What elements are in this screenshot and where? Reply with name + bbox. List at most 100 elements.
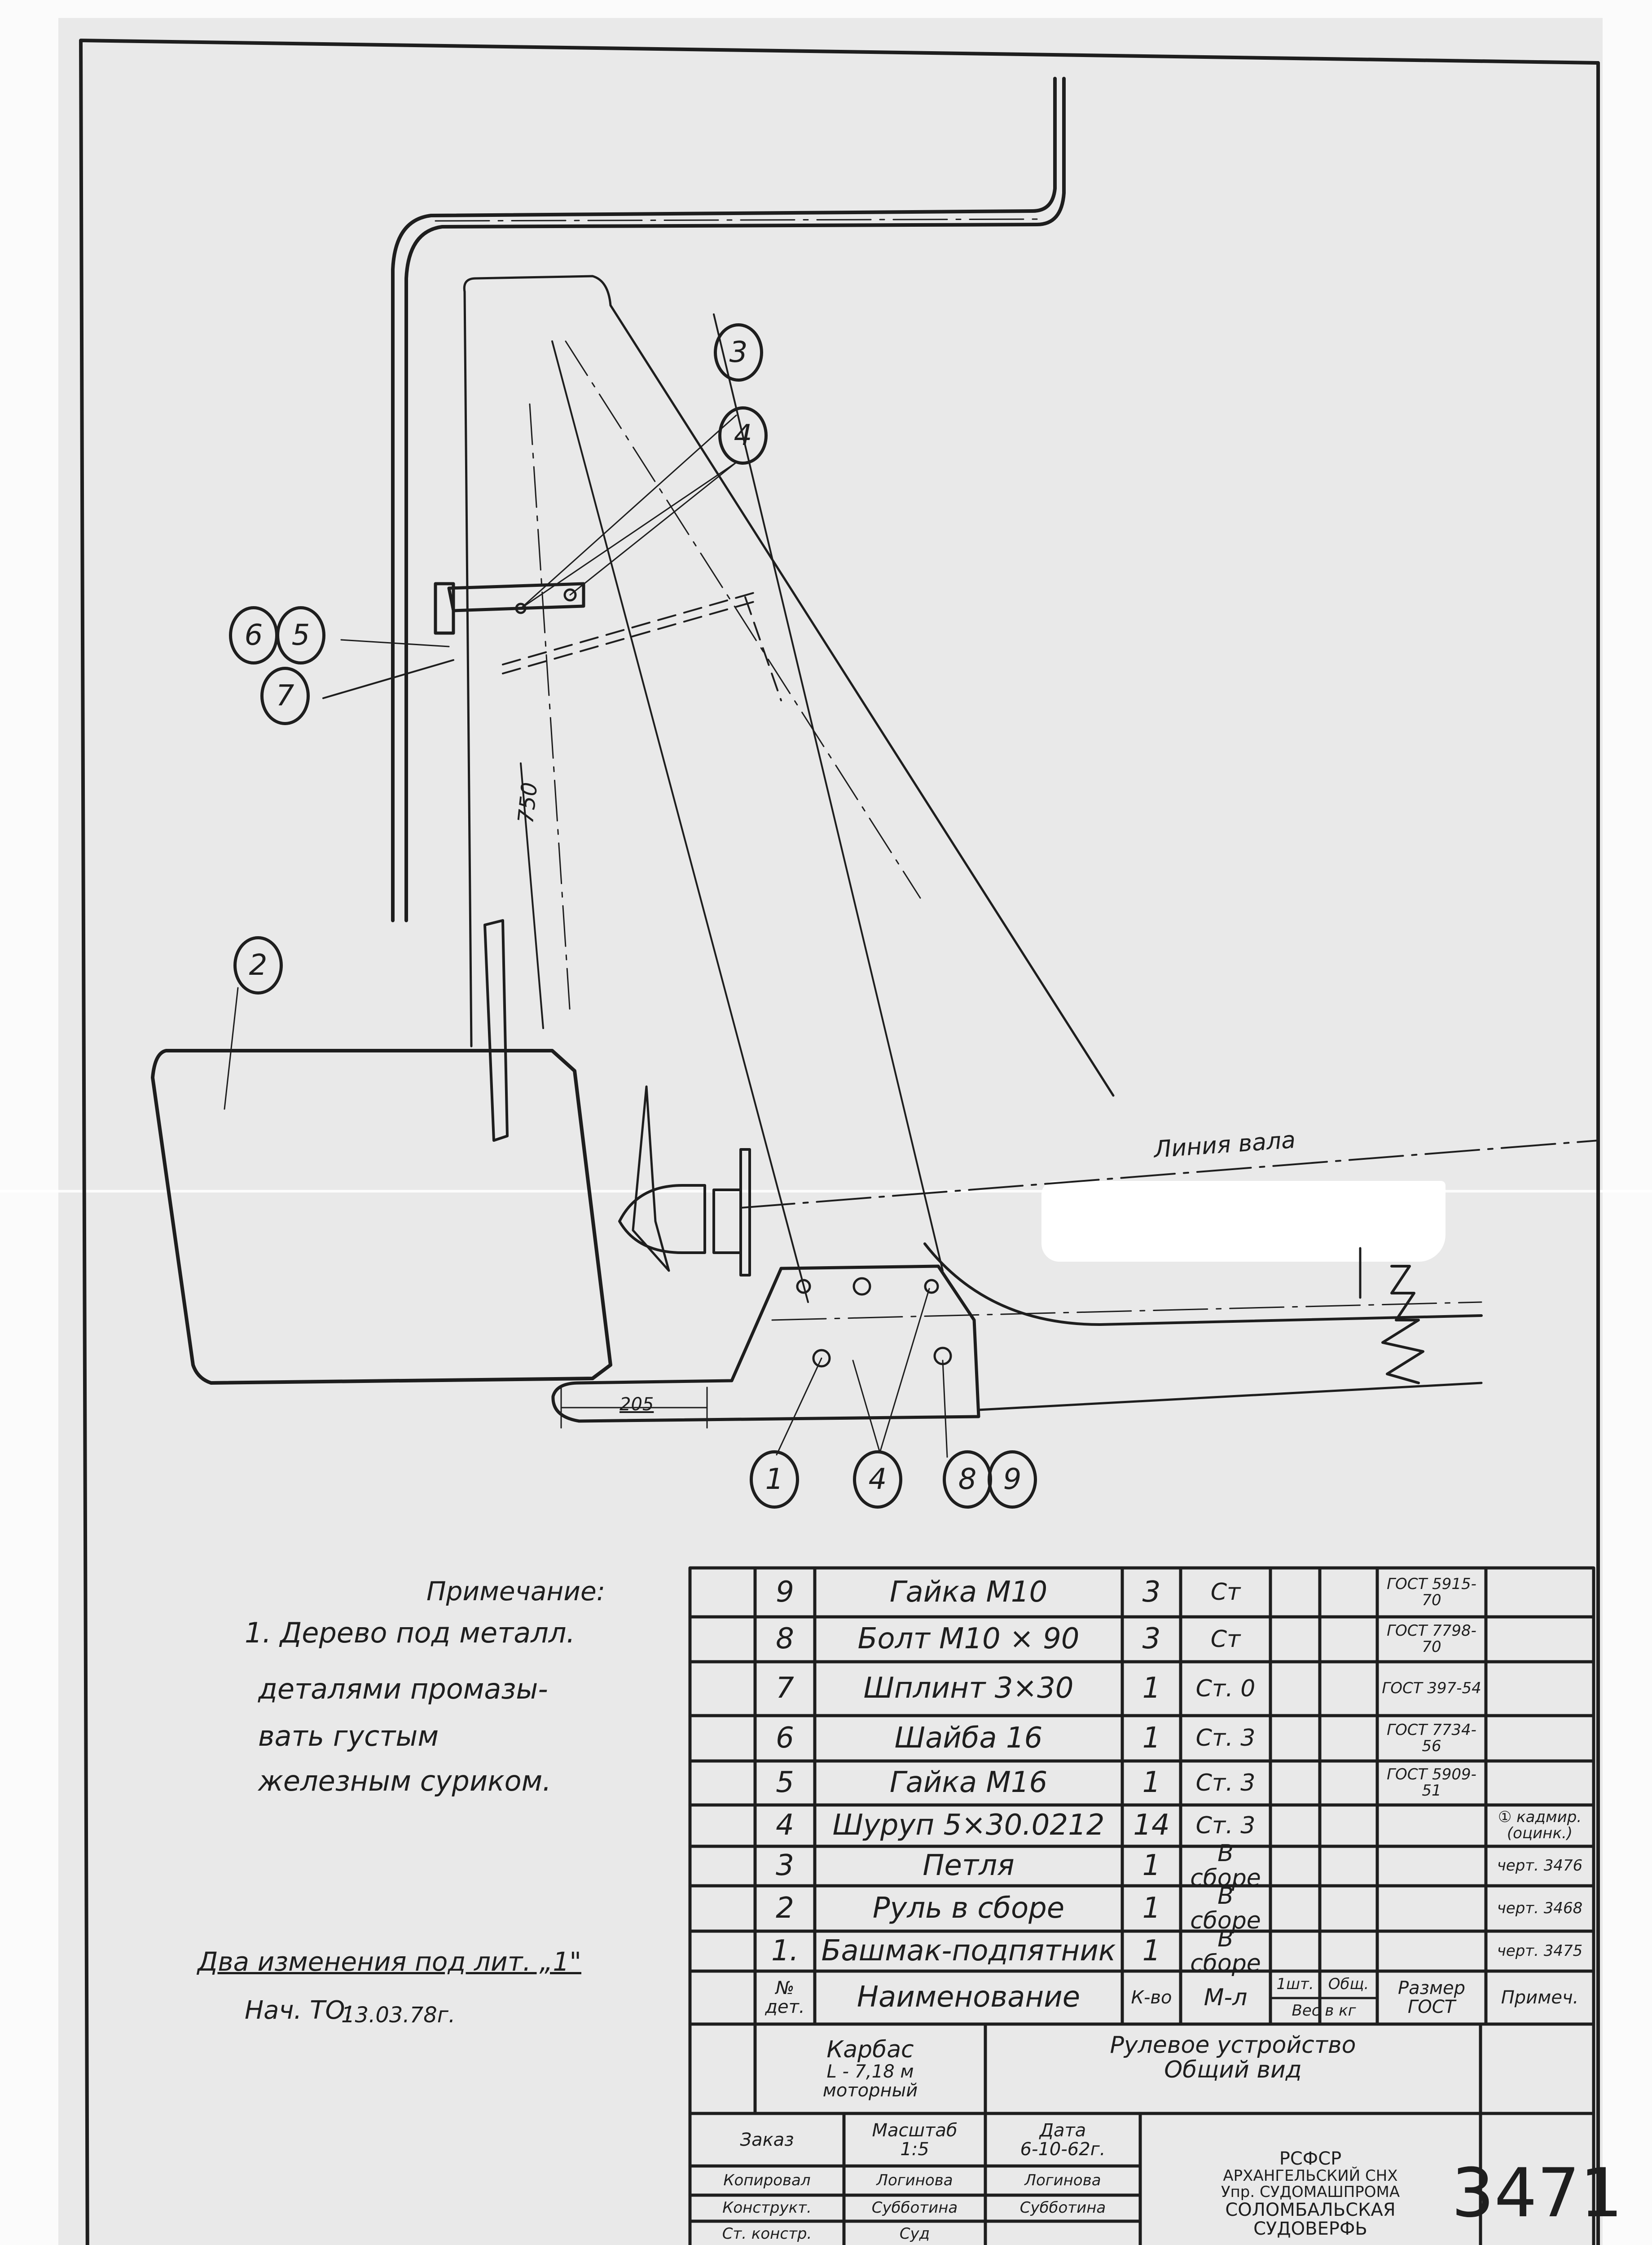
table-cell-material: В сборе (1190, 1840, 1261, 1892)
callout-label: 4 (734, 419, 752, 452)
table-cell-weight-each (1270, 1846, 1320, 1886)
notes-line-1: 1. Дерево под металл. (245, 1616, 576, 1649)
frame-border (79, 39, 1600, 2245)
tiller-bar (391, 77, 1057, 922)
table-cell-weight-each (1270, 1662, 1320, 1716)
dimension-205: 205 (620, 1394, 654, 1415)
rudder-blade-outline (463, 275, 1115, 1097)
drawing-subtitle: Общий вид (1164, 2056, 1302, 2083)
scale-label: Масштаб (872, 2120, 958, 2141)
table-cell-weight-total (1320, 1568, 1377, 1617)
table-cell-name: Петля (923, 1849, 1015, 1883)
role-name (985, 2221, 1140, 2245)
table-cell-name: Башмак-подпятник (821, 1934, 1116, 1968)
header-note: Примеч. (1501, 1987, 1579, 2008)
order-label: Заказ (740, 2129, 794, 2150)
callout-label: 8 (958, 1463, 977, 1496)
table-cell-no: 9 (776, 1575, 794, 1609)
table-cell-no: 5 (776, 1766, 794, 1800)
table-cell-weight-total (1320, 1805, 1377, 1846)
product-length: L - 7,18 м (826, 2061, 914, 2082)
paper-tear (1041, 1181, 1446, 1262)
table-cell-gost: ГОСТ 7798-70 (1387, 1622, 1476, 1656)
table-cell-gost (1377, 1846, 1486, 1886)
table-cell-note: ① кадмир. (оцинк.) (1498, 1808, 1582, 1842)
table-cell-gost (1377, 1886, 1486, 1931)
table-cell-no: 2 (776, 1891, 794, 1925)
product-name: Карбас (826, 2036, 914, 2064)
product-block: Карбас L - 7,18 м моторный (755, 2024, 985, 2113)
table-cell-gost: ГОСТ 397-54 (1382, 1679, 1481, 1698)
table-cell-no: 4 (776, 1809, 794, 1842)
header-name: Наименование (857, 1981, 1081, 2014)
notes-line-3: вать густым (258, 1720, 439, 1752)
callout-6: 6 (229, 606, 278, 665)
parts-table-lines (688, 1566, 1595, 2245)
callout-label: 7 (276, 679, 294, 713)
table-cell-note: черт. 3468 (1497, 1899, 1583, 1917)
callout-4-bottom: 4 (853, 1450, 902, 1509)
table-cell-name: Шплинт 3×30 (863, 1672, 1074, 1705)
shaft-line (740, 1140, 1599, 1209)
table-cell-note (1486, 1761, 1594, 1805)
table-cell-weight-total (1320, 1662, 1377, 1716)
revision-line-1: Два изменения под лит. „1" (198, 1946, 581, 1977)
drawing-number: 3471 (1451, 2154, 1623, 2233)
callout-2: 2 (233, 936, 283, 995)
org-line-3: Упр. СУДОМАШПРОМА (1221, 2183, 1400, 2201)
callout-9: 9 (988, 1450, 1037, 1509)
callout-label: 5 (291, 619, 310, 652)
table-cell-qty: 1 (1142, 1672, 1161, 1705)
date-value: 6-10-62г. (1020, 2139, 1106, 2160)
table-cell-material: Ст. 3 (1195, 1725, 1256, 1752)
callout-label: 6 (244, 619, 263, 652)
role-name: Субботина (1019, 2199, 1106, 2217)
callout-3: 3 (714, 323, 763, 382)
role-label: Конструкт. (722, 2199, 812, 2217)
callout-label: 4 (868, 1463, 887, 1496)
table-cell-note (1486, 1716, 1594, 1761)
table-cell-weight-total (1320, 1846, 1377, 1886)
table-cell-name: Гайка М10 (889, 1575, 1048, 1609)
table-cell-qty: 14 (1133, 1809, 1170, 1842)
table-cell-qty: 1 (1142, 1849, 1161, 1883)
table-cell-material: Ст. 3 (1195, 1769, 1256, 1796)
role-label: Ст. констр. (722, 2224, 812, 2243)
header-qty: К-во (1131, 1987, 1172, 2008)
notes-line-4: железным суриком. (258, 1765, 551, 1797)
table-cell-material: Ст. 3 (1195, 1812, 1256, 1839)
header-weight-label: Вес в кг (1292, 2002, 1356, 2020)
role-signature: Суд (899, 2224, 930, 2243)
table-cell-qty: 1 (1142, 1766, 1161, 1800)
table-cell-qty: 1 (1142, 1934, 1161, 1968)
rudder-box (151, 1049, 612, 1385)
notes-title: Примечание: (426, 1576, 606, 1607)
callout-label: 3 (729, 336, 748, 369)
revision-signer-label: Нач. ТО: (245, 1996, 354, 2025)
table-cell-material: Ст (1210, 1579, 1241, 1606)
callout-4-top: 4 (718, 406, 768, 465)
drawing-title-block: Рулевое устройство Общий вид (985, 2024, 1481, 2113)
table-cell-qty: 1 (1142, 1721, 1161, 1755)
table-cell-name: Шуруп 5×30.0212 (832, 1809, 1105, 1842)
table-cell-weight-total (1320, 1761, 1377, 1805)
revision-date: 13.03.78г. (341, 2003, 456, 2028)
role-label: Копировал (723, 2171, 811, 2189)
hull-break-line (1381, 1265, 1424, 1384)
organization-block: РСФСР АРХАНГЕЛЬСКИЙ СНХ Упр. СУДОМАШПРОМ… (1140, 2113, 1481, 2245)
table-cell-no: 7 (776, 1672, 794, 1705)
table-cell-note (1486, 1568, 1594, 1617)
table-cell-note: черт. 3476 (1497, 1857, 1583, 1875)
role-signature: Субботина (871, 2199, 958, 2217)
table-cell-weight-each (1270, 1805, 1320, 1846)
paper-fold (0, 1190, 1652, 1193)
table-cell-qty: 3 (1142, 1575, 1161, 1609)
table-cell-gost: ГОСТ 5909-51 (1387, 1765, 1476, 1800)
table-cell-qty: 1 (1142, 1891, 1161, 1925)
table-cell-material: Ст (1210, 1625, 1241, 1653)
table-cell-name: Шайба 16 (894, 1721, 1043, 1755)
header-weight-each: 1шт. (1276, 1975, 1314, 1994)
table-cell-note (1486, 1662, 1594, 1716)
table-cell-weight-each (1270, 1886, 1320, 1931)
